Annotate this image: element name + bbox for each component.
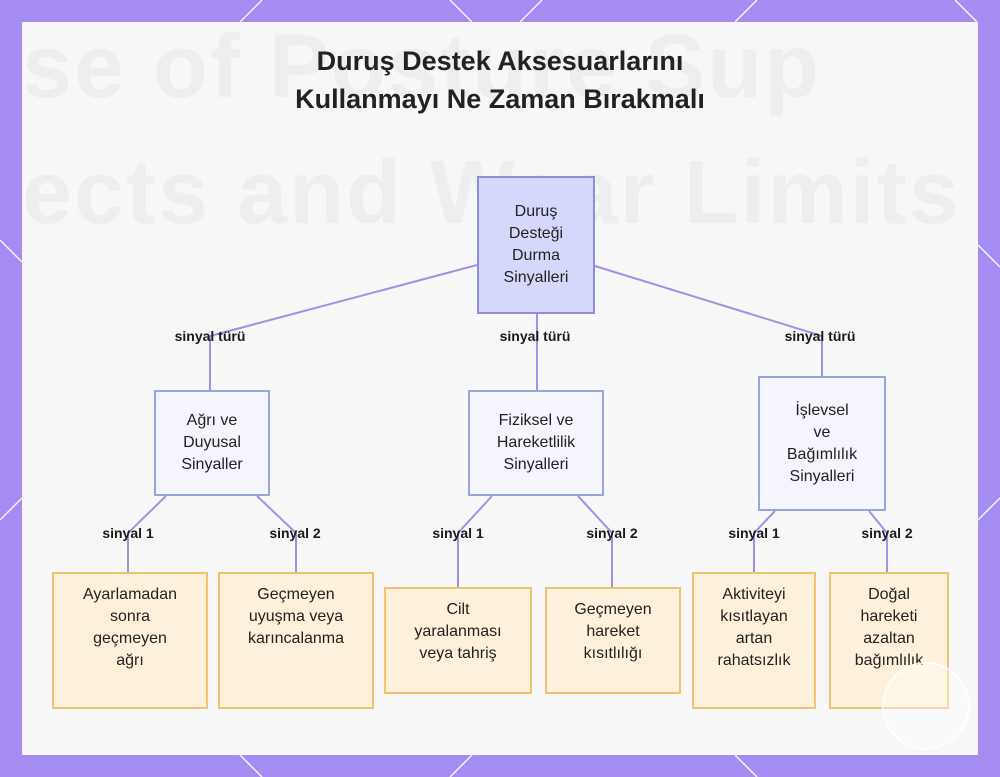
node-text-line: Geçmeyen: [574, 601, 652, 618]
edge-label-signal-type-1: sinyal türü: [174, 328, 246, 344]
node-text-line: Sinyalleri: [503, 269, 569, 286]
edge-label-signal-type-2: sinyal türü: [499, 328, 571, 344]
node-text-line: Sinyalleri: [789, 467, 855, 485]
edge-label-pain-signal-2: sinyal 2: [269, 525, 321, 541]
node-text-line: Duyusal: [183, 434, 241, 451]
node-text-line: Sinyalleri: [503, 456, 569, 473]
edge-cat3-leaf5: [753, 510, 776, 572]
edge-root-cat3: [594, 265, 823, 376]
edge-label-physical-signal-2: sinyal 2: [586, 525, 638, 541]
edge-cat3-leaf6: [868, 510, 888, 572]
node-text-line: yaralanması: [414, 623, 502, 640]
node-text-line: hareketi: [860, 608, 918, 625]
node-text-line: Hareketlilik: [496, 434, 576, 451]
node-text-line: hareket: [586, 623, 640, 640]
node-text-line: Durma: [511, 247, 560, 264]
node-text-line: ve: [813, 423, 831, 441]
node-leaf-skin-irritation: Cilt yaralanması veya tahriş: [384, 587, 532, 694]
node-text-line: azaltan: [863, 630, 915, 647]
node-text-line: Ayarlamadan: [83, 586, 177, 603]
node-text-line: karıncalanma: [247, 630, 345, 647]
node-text-line: sonra: [109, 608, 150, 625]
node-leaf-persistent-pain: Ayarlamadan sonra geçmeyen ağrı: [52, 572, 208, 709]
edge-label-pain-signal-1: sinyal 1: [102, 525, 154, 541]
edge-cat2-leaf4: [577, 495, 613, 587]
node-text-line: bağımlılık: [854, 652, 924, 669]
edge-label-signal-type-3: sinyal türü: [784, 328, 856, 344]
edge-label-functional-signal-2: sinyal 2: [861, 525, 913, 541]
edge-cat2-leaf3: [457, 495, 493, 587]
node-text-line: Ağrı ve: [186, 412, 238, 429]
node-text-line: Sinyaller: [181, 456, 243, 473]
node-text-line: veya tahriş: [419, 645, 497, 662]
node-text-line: geçmeyen: [93, 630, 167, 647]
node-text-line: Bağımlılık: [786, 445, 858, 463]
node-text-line: Desteği: [508, 225, 564, 242]
edge-cat1-leaf1: [127, 495, 167, 572]
node-text-line: Fiziksel ve: [498, 412, 574, 429]
edge-label-functional-signal-1: sinyal 1: [728, 525, 780, 541]
diagram-title: Duruş Destek Aksesuarlarını Kullanmayı N…: [0, 42, 1000, 118]
node-leaf-discomfort: Aktiviteyi kısıtlayan artan rahatsızlık: [692, 572, 816, 709]
node-text-line: Doğal: [868, 586, 910, 603]
node-text-line: Cilt: [446, 601, 470, 618]
node-leaf-numbness: Geçmeyen uyuşma veya karıncalanma: [218, 572, 374, 709]
node-text-line: Geçmeyen: [257, 586, 335, 603]
title-line-1: Duruş Destek Aksesuarlarını: [316, 46, 684, 76]
node-text-line: kısıtlılığı: [583, 645, 643, 662]
title-line-2: Kullanmayı Ne Zaman Bırakmalı: [295, 84, 705, 114]
edge-root-cat1: [209, 264, 478, 390]
node-leaf-movement-restriction: Geçmeyen hareket kısıtlılığı: [545, 587, 681, 694]
node-text-line: Duruş: [514, 203, 558, 220]
node-text-line: artan: [735, 630, 773, 647]
edge-cat1-leaf2: [256, 495, 297, 572]
edge-label-physical-signal-1: sinyal 1: [432, 525, 484, 541]
node-text-line: kısıtlayan: [720, 608, 788, 625]
watermark-badge: [882, 662, 970, 750]
node-text-line: Aktiviteyi: [722, 586, 786, 603]
node-text-line: ağrı: [116, 652, 144, 669]
node-text-line: İşlevsel: [795, 401, 849, 419]
node-text-line: uyuşma veya: [248, 608, 344, 625]
node-text-line: rahatsızlık: [717, 652, 791, 669]
